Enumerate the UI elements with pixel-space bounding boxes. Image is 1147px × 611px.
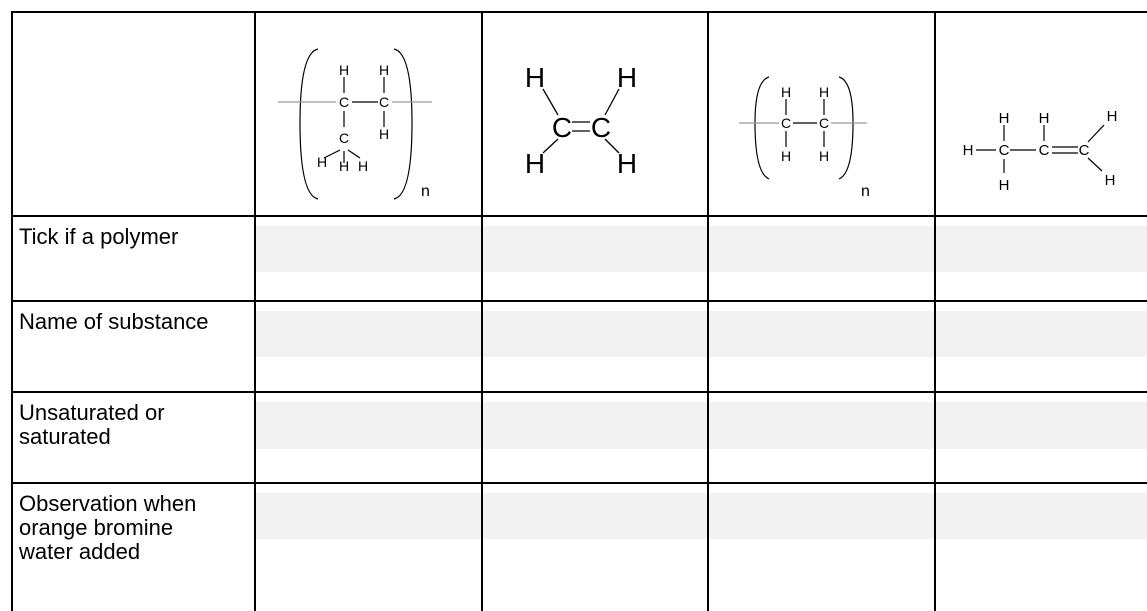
propene-atom: H [999, 177, 1010, 194]
propene-atom: H [1107, 108, 1118, 125]
ethene-atom: H [525, 148, 545, 179]
row-label-observation: Observation when orange bromine water ad… [19, 491, 197, 564]
polypropene-atom: C [379, 94, 389, 110]
propene-atom: C [1079, 142, 1090, 159]
table-row-divider [11, 300, 1147, 302]
ethene-atom: C [552, 112, 572, 143]
polyethene-atom: C [819, 115, 829, 131]
polyethene-atom: C [781, 115, 791, 131]
polypropene-structure: H H C C C H H H H n [278, 48, 432, 200]
polypropene-atom: C [339, 130, 349, 146]
polyethene-structure: H H C C H H n [739, 76, 870, 200]
polyethene-atom: H [819, 148, 829, 164]
propene-atom: C [999, 142, 1010, 159]
polypropene-atom: H [339, 158, 349, 174]
table-border-top [11, 11, 1147, 13]
propene-atom: H [1105, 172, 1116, 189]
propene-atom: H [963, 142, 974, 159]
polypropene-atom: H [317, 154, 327, 170]
table-row-divider [11, 215, 1147, 217]
table-row-divider [11, 482, 1147, 484]
propene-atom: H [999, 110, 1010, 127]
polyethene-subscript: n [861, 183, 870, 200]
ethene-atom: H [617, 148, 637, 179]
polyethene-atom: H [781, 148, 791, 164]
polypropene-atom: H [358, 158, 368, 174]
row-label-saturation: Unsaturated or saturated [19, 400, 165, 449]
propene-atom: H [1039, 110, 1050, 127]
row-label-polymer: Tick if a polymer [19, 224, 179, 249]
row-label-name: Name of substance [19, 309, 209, 334]
ethene-atom: H [617, 62, 637, 93]
polypropene-atom: H [379, 62, 389, 78]
table-column-divider [481, 11, 483, 611]
polyethene-atom: H [781, 84, 791, 100]
answer-cell-shade [256, 226, 1147, 272]
answer-cell-shade [256, 493, 1147, 539]
ethene-atom: C [591, 112, 611, 143]
propene-atom: C [1039, 142, 1050, 159]
polypropene-subscript: n [421, 183, 430, 200]
ethene-atom: H [525, 62, 545, 93]
table-column-divider [254, 11, 256, 611]
table-border-left [11, 11, 13, 611]
answer-cell-shade [256, 402, 1147, 449]
table-row-divider [11, 391, 1147, 393]
polypropene-atom: H [379, 126, 389, 142]
polypropene-atom: C [339, 94, 349, 110]
ethene-structure: H H C C H H [525, 62, 637, 179]
polypropene-atom: H [339, 62, 349, 78]
polyethene-atom: H [819, 84, 829, 100]
answer-cell-shade [256, 311, 1147, 357]
table-column-divider [934, 11, 936, 611]
propene-structure: H H H C C C H H H [963, 108, 1118, 194]
table-column-divider [707, 11, 709, 611]
